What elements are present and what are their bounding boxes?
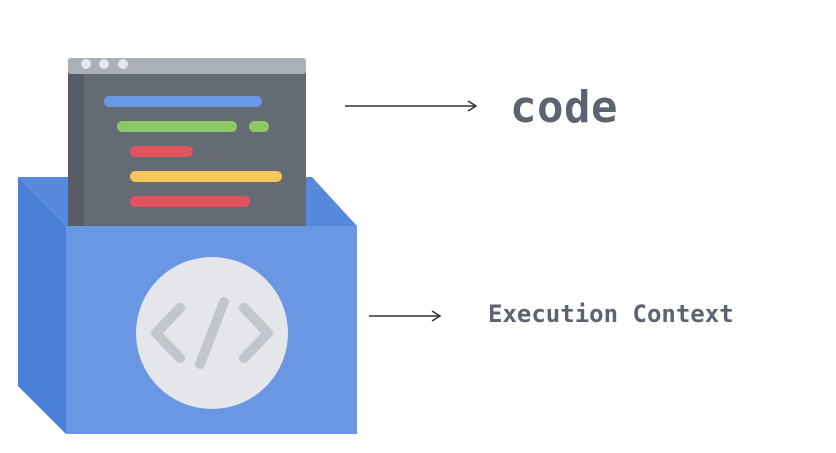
arrow-right-icon xyxy=(369,310,442,322)
code-brackets-icon xyxy=(136,257,288,409)
slash xyxy=(195,297,229,369)
box-side xyxy=(18,177,66,434)
code-label: code xyxy=(510,82,618,133)
window-dot-icon xyxy=(99,59,109,69)
editor-body xyxy=(68,58,306,258)
code-line xyxy=(130,196,250,207)
code-line xyxy=(130,146,193,157)
window-dot-icon xyxy=(118,59,128,69)
left-bracket xyxy=(151,303,185,363)
code-line xyxy=(249,121,269,132)
code-line xyxy=(117,121,237,132)
code-line xyxy=(130,171,282,182)
editor-gutter xyxy=(68,74,84,258)
execution-context-label: Execution Context xyxy=(488,300,734,328)
right-bracket xyxy=(239,303,273,363)
arrow-right-icon xyxy=(345,100,478,112)
window-dot-icon xyxy=(81,59,91,69)
code-line xyxy=(104,96,262,107)
code-editor-icon xyxy=(68,58,306,258)
